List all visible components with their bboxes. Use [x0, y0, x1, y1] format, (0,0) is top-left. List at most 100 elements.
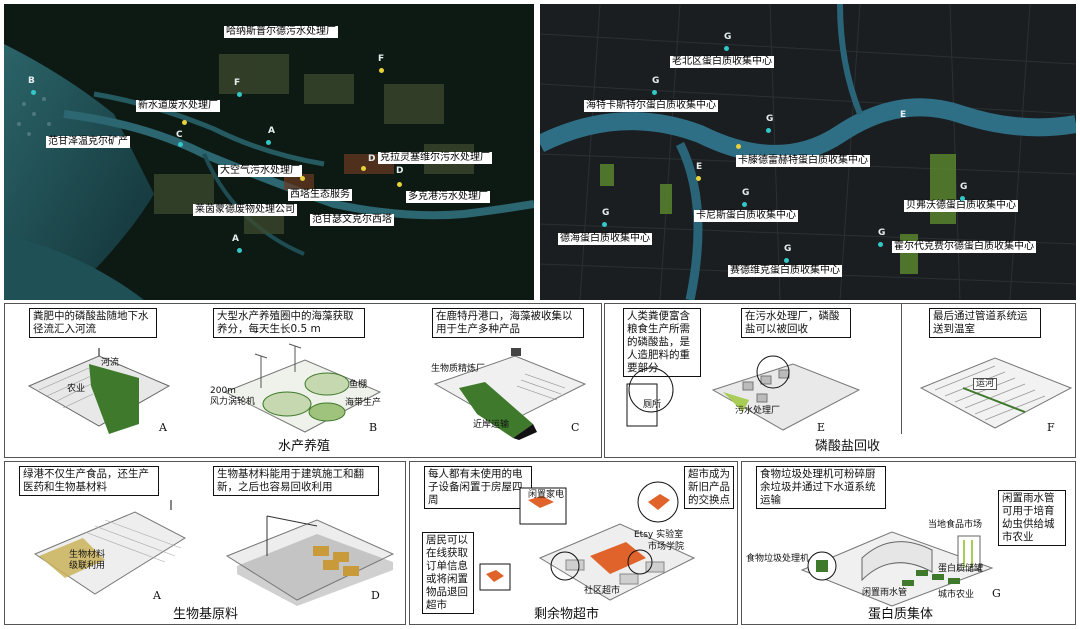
map-label-hanaspurd-wwtp[interactable]: 哈纳斯普尔德污水处理厂 — [224, 26, 338, 38]
biobased-a-illustration — [33, 500, 187, 595]
phosphate-e-callout-2: 在污水处理厂，磷酸盐可以被回收 — [741, 308, 851, 338]
surplus-callout-1: 每人都有未使用的电子设备闲置于房屋四周 — [424, 466, 532, 509]
aquaculture-c-callout: 在鹿特丹港口，海藻被收集以用于生产多种产品 — [432, 308, 584, 338]
map-dot-cyan[interactable] — [652, 90, 657, 95]
map-marker-letter: G — [742, 188, 750, 198]
biobased-a-tag-cascade: 级联利用 — [69, 561, 106, 571]
map-label-xita-eco-service[interactable]: 西塔生态服务 — [288, 189, 352, 201]
map-label-oude-noorden[interactable]: 老北区蛋白质收集中心 — [670, 56, 774, 68]
map-marker-letter: F — [378, 54, 385, 64]
aquaculture-b-tag-fish-shed: 鱼棚 — [349, 380, 368, 390]
map-marker-letter: G — [878, 228, 886, 238]
protein-letter: G — [992, 587, 1001, 600]
map-dot-yellow[interactable] — [379, 68, 384, 73]
map-marker-letter: C — [176, 130, 183, 140]
map-dot-cyan[interactable] — [602, 222, 607, 227]
map-marker-letter: E — [696, 162, 703, 172]
map-label-hillegersberg[interactable]: 海特卡斯特尔蛋白质收集中心 — [584, 100, 718, 112]
surplus-tag-idle-appliance: 闲置家电 — [528, 490, 565, 500]
map-dot-cyan[interactable] — [178, 142, 183, 147]
aquaculture-c-tag-refinery: 生物质精炼厂 — [431, 364, 486, 374]
aquaculture-c-tag-shipping: 近岸运输 — [473, 420, 510, 430]
protein-illustration — [800, 531, 994, 607]
map-label-zuidwijk[interactable]: 赛德维克蛋白质收集中心 — [728, 265, 842, 277]
surplus-callout-3: 居民可以在线获取订单信息或将闲置物品退回超市 — [422, 532, 474, 614]
map-marker-letter: D — [368, 154, 376, 164]
aquaculture-a-letter: A — [159, 421, 167, 434]
surplus-illustration — [479, 481, 696, 601]
phosphate-e-callout-1: 人类粪便富含粮食生产所需的磷酸盐，是人造肥料的重要部分 — [623, 308, 701, 377]
map-label-new-waterway-wwtp[interactable]: 新水道废水处理厂 — [136, 100, 220, 112]
map-label-hordijkerveld[interactable]: 霍尔代克费尔德蛋白质收集中心 — [892, 241, 1036, 253]
map-left-port-region: 哈纳斯普尔德污水处理厂 新水道废水处理厂 范甘泽温克尔矿产 大空气污水处理厂 克… — [4, 4, 534, 300]
map-label-delfshaven[interactable]: 德海蛋白质收集中心 — [558, 233, 652, 245]
protein-tag-protein-tank: 蛋白质储罐 — [938, 564, 984, 574]
biobased-a-letter: A — [153, 589, 161, 602]
biobased-a-tag-biomaterial: 生物材料 — [69, 550, 106, 560]
map-marker-letter: F — [234, 78, 241, 88]
panel-aquaculture: 粪肥中的磷酸盐随地下水径流汇入河流 河流 农业 A 大型水产养殖圈中的海藻获取养… — [4, 303, 602, 458]
map-dot-yellow[interactable] — [361, 166, 366, 171]
biobased-group-title: 生物基原料 — [173, 607, 239, 622]
aquaculture-b-illustration — [223, 343, 382, 433]
map-label-beverwaard[interactable]: 贝弗沃德蛋白质收集中心 — [904, 200, 1018, 212]
map-dot-cyan[interactable] — [724, 46, 729, 51]
map-marker-letter: G — [784, 244, 792, 254]
aquaculture-b-letter: B — [369, 421, 378, 434]
aquaculture-a-tag-river: 河流 — [101, 358, 120, 368]
phosphate-group-title: 磷酸盐回收 — [815, 439, 881, 454]
map-dot-cyan[interactable] — [960, 196, 965, 201]
map-dot-cyan[interactable] — [766, 128, 771, 133]
biobased-a-callout: 绿港不仅生产食品，还生产医药和生物基材料 — [19, 466, 159, 496]
panel-protein-collective: 食物垃圾处理机可粉碎厨余垃圾并通过下水道系统运输 闲置雨水管可用于培育幼虫供给城… — [741, 461, 1076, 625]
map-label-rijnmond-waste[interactable]: 莱茵蒙德废物处理公司 — [193, 204, 297, 216]
protein-tag-urban-farming: 城市农业 — [938, 590, 975, 600]
protein-tag-disposer: 食物垃圾处理机 — [746, 554, 810, 564]
map-dot-yellow[interactable] — [736, 144, 741, 149]
map-marker-letter: G — [602, 208, 610, 218]
phosphate-e-tag-toilet: 厕所 — [643, 400, 662, 410]
map-dot-cyan[interactable] — [784, 258, 789, 263]
map-dot-cyan[interactable] — [31, 90, 36, 95]
map-label-dokhaven-wwtp[interactable]: 多克港污水处理厂 — [406, 191, 490, 203]
map-marker-letter: B — [28, 76, 35, 86]
map-label-kralingseveer-wwtp[interactable]: 克拉灵塞维尔污水处理厂 — [378, 152, 492, 164]
map-dot-yellow[interactable] — [696, 176, 701, 181]
aquaculture-b-tag-turbine: 风力涡轮机 — [210, 397, 256, 407]
map-label-kattendrecht[interactable]: 卡滕德雷赫特蛋白质收集中心 — [736, 155, 870, 167]
map-dot-yellow[interactable] — [300, 176, 305, 181]
map-right-city: 老北区蛋白质收集中心 海特卡斯特尔蛋白质收集中心 卡滕德雷赫特蛋白质收集中心 卡… — [540, 4, 1076, 300]
protein-callout-1: 食物垃圾处理机可粉碎厨余垃圾并通过下水道系统运输 — [756, 466, 886, 509]
map-dot-cyan[interactable] — [266, 140, 271, 145]
map-marker-letter: G — [960, 182, 968, 192]
aquaculture-c-letter: C — [571, 421, 580, 434]
map-label-charlois[interactable]: 卡尼斯蛋白质收集中心 — [694, 210, 798, 222]
map-dot-yellow[interactable] — [182, 120, 187, 125]
biobased-d-illustration — [225, 515, 395, 606]
aquaculture-group-title: 水产养殖 — [278, 439, 331, 454]
phosphate-e-tag-wwtp: 污水处理厂 — [735, 406, 781, 416]
map-dot-cyan[interactable] — [237, 92, 242, 97]
phosphate-f-illustration — [919, 357, 1073, 429]
panel-surplus-market: 每人都有未使用的电子设备闲置于房屋四周 超市成为新旧产品的交换点 居民可以在线获… — [409, 461, 738, 625]
aquaculture-b-tag-200m: 200m — [210, 386, 236, 396]
map-dot-cyan[interactable] — [742, 202, 747, 207]
map-marker-letter: D — [396, 166, 404, 176]
phosphate-f-tag-canal: 运河 — [973, 378, 998, 390]
map-dot-cyan[interactable] — [237, 248, 242, 253]
aquaculture-c-illustration — [433, 348, 587, 440]
phosphate-e-illustration — [626, 355, 861, 431]
map-dot-yellow[interactable] — [397, 182, 402, 187]
aquaculture-a-illustration — [27, 348, 171, 434]
map-marker-letter: G — [724, 32, 732, 42]
aquaculture-b-tag-kelp: 海带生产 — [345, 398, 382, 408]
map-label-mineral-site[interactable]: 范甘泽温克尔矿产 — [46, 136, 130, 148]
map-marker-letter: E — [900, 110, 907, 120]
surplus-tag-etsy-lab: Etsy 实验室 — [634, 530, 684, 540]
map-label-air-wwtp[interactable]: 大空气污水处理厂 — [218, 165, 302, 177]
surplus-group-title: 剩余物超市 — [534, 607, 600, 622]
phosphate-f-letter: F — [1047, 421, 1055, 434]
map-dot-cyan[interactable] — [878, 242, 883, 247]
biobased-d-letter: D — [371, 589, 380, 602]
map-label-xita-site[interactable]: 范甘瑟文克尔西塔 — [310, 214, 394, 226]
